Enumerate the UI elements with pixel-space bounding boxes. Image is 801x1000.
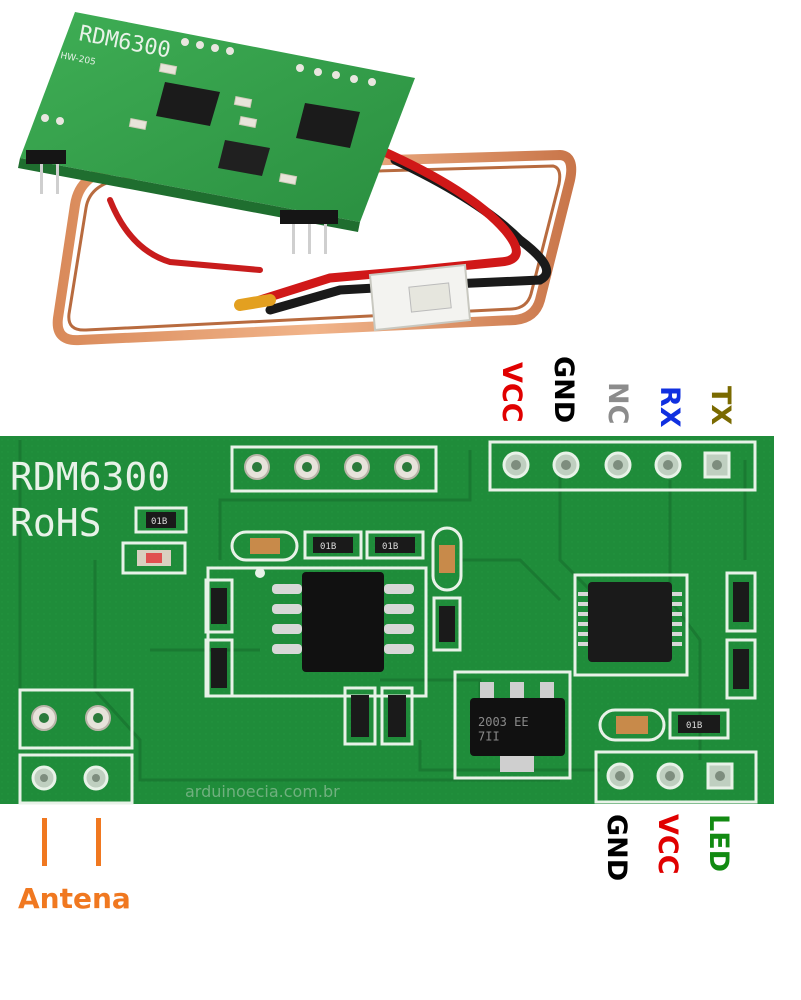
resistors-right — [725, 571, 757, 700]
bottom-pin-led: LED — [703, 814, 734, 872]
antenna-pads — [18, 688, 134, 805]
antenna-marker: Antena — [18, 818, 131, 915]
led — [121, 541, 187, 575]
svg-text:01B: 01B — [151, 517, 167, 527]
antenna-wires — [107, 145, 552, 315]
svg-text:01B: 01B — [686, 721, 702, 731]
photo-ic-right — [296, 103, 360, 148]
photo-transistor — [218, 140, 270, 176]
antenna-line-right — [96, 818, 101, 866]
ic-qfn — [573, 573, 689, 677]
antenna-coil — [52, 149, 577, 346]
top-pin-labels: VCC GND NC RX TX — [496, 356, 736, 428]
jst-connector — [368, 263, 472, 332]
top-pin-vcc: VCC — [496, 362, 527, 423]
antenna-line-left — [42, 818, 47, 866]
header-4-pin — [230, 445, 438, 493]
antenna-label: Antena — [18, 882, 131, 915]
ic-soic8 — [206, 566, 428, 698]
top-pin-rx: RX — [654, 386, 685, 428]
photo-pin-headers — [26, 150, 338, 254]
top-pin-gnd: GND — [548, 356, 579, 423]
bottom-pin-gnd: GND — [601, 814, 632, 881]
header-3-pin-power — [594, 750, 758, 804]
board-rohs-label: RoHS — [10, 501, 102, 545]
board-model-label: RDM6300 — [10, 455, 170, 499]
bottom-pin-labels: GND VCC LED — [601, 814, 734, 881]
photo-header-holes — [41, 38, 376, 125]
bottom-pin-vcc: VCC — [652, 814, 683, 875]
pcb-photo: RDM6300 HW-205 — [18, 12, 415, 254]
component-row-bottom-right: 01B — [598, 708, 730, 742]
pcb-traces — [18, 440, 747, 782]
top-pin-tx: TX — [705, 386, 736, 425]
module-photo: RDM6300 HW-205 — [18, 12, 577, 346]
header-5-pin-uart — [488, 440, 757, 492]
resistors-left-of-ic — [204, 578, 462, 698]
svg-text:01B: 01B — [320, 542, 336, 552]
photo-ic-left — [156, 82, 220, 126]
resistor-r1: 01B — [134, 506, 188, 534]
pcb-board: RDM6300 RoHS arduinoecia.com.br — [0, 436, 774, 805]
svg-text:01B: 01B — [382, 542, 398, 552]
top-pin-nc: NC — [602, 382, 633, 424]
photo-resistors — [128, 62, 298, 186]
component-row-top: 01B 01B — [230, 526, 463, 592]
watermark: arduinoecia.com.br — [185, 782, 340, 801]
resistors-bottom-middle — [343, 686, 414, 746]
